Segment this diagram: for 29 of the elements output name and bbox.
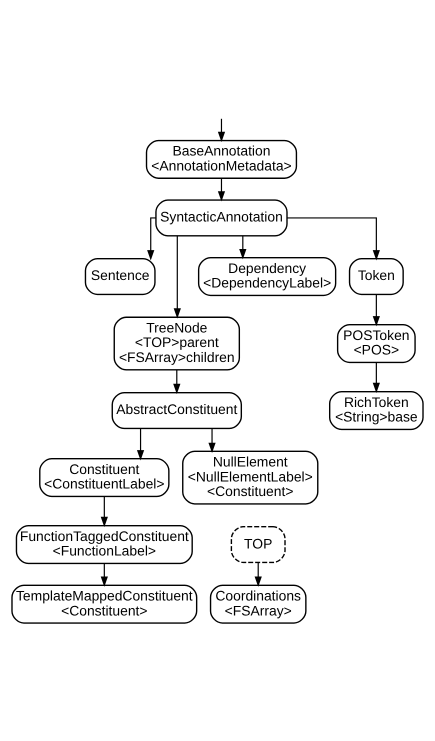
node-box: Coordinations <FSArray> (210, 584, 307, 624)
node-box: BaseAnnotation <AnnotationMetadata> (146, 140, 298, 179)
node-box: FunctionTaggedConstituent <FunctionLabel> (16, 525, 193, 564)
node-box: POSToken <POS> (336, 324, 416, 364)
arrow (174, 236, 181, 319)
arrow (372, 294, 380, 326)
node-box: RichToken <String>base (329, 391, 424, 430)
arrow (254, 562, 262, 587)
arrow (218, 118, 226, 142)
node-box: Constituent <ConstituentLabel> (39, 458, 170, 498)
arrow (287, 217, 380, 260)
arrow (218, 178, 226, 202)
arrow (372, 362, 380, 394)
node-box: TOP (230, 526, 286, 564)
arrow (239, 236, 246, 260)
arrow (208, 428, 216, 454)
node-box: Sentence (84, 258, 156, 296)
node-box: SyntacticAnnotation (155, 199, 288, 237)
node-box: Token (348, 258, 404, 296)
arrow (136, 428, 144, 460)
arrow (173, 370, 180, 394)
node-box: AbstractConstituent (112, 392, 242, 430)
arrow (100, 564, 108, 587)
node-box: NullElement <NullElementLabel> <Constituent> (182, 450, 318, 505)
arrow (100, 496, 108, 528)
node-box: Dependency <DependencyLabel> (198, 256, 336, 296)
node-box: TreeNode <TOP>parent <FSArray>children (114, 316, 240, 371)
arrow (147, 217, 156, 260)
node-box: TemplateMappedConstituent <Constituent> (11, 584, 198, 624)
